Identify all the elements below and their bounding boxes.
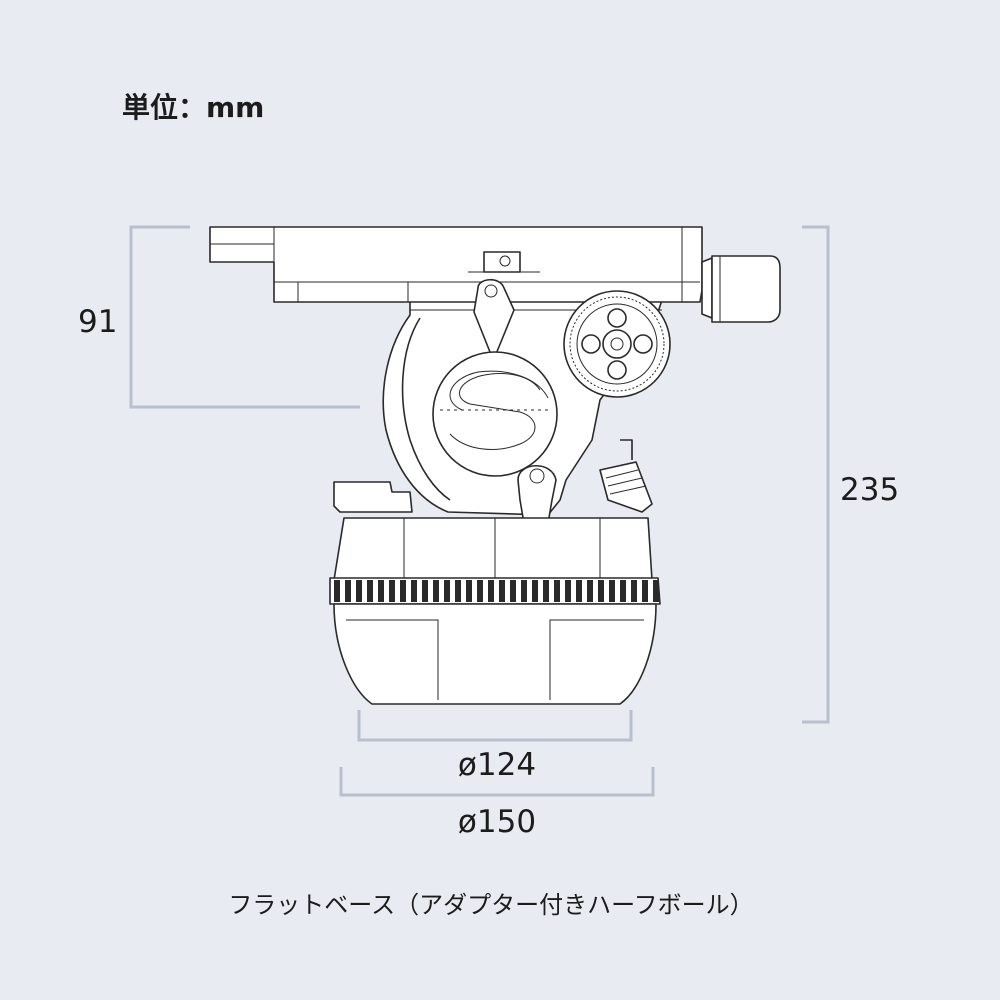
logo-disc: [432, 351, 558, 477]
plate-lock-knob: [701, 257, 713, 319]
diameter-150-label: ø150: [458, 804, 536, 840]
knurl-segment: [378, 580, 384, 602]
knurl-segment: [543, 580, 549, 602]
caption: フラットベース（アダプター付きハーフボール）: [228, 891, 753, 919]
knurl-segment: [642, 580, 648, 602]
height-91-bracket: [129, 225, 360, 409]
knurl-segment: [620, 580, 626, 602]
knurl-segment: [653, 580, 659, 602]
knurl-segment: [455, 580, 461, 602]
knurl-segment: [532, 580, 538, 602]
left-block: [333, 481, 413, 513]
knurl-segment: [411, 580, 417, 602]
height-91-label: 91: [78, 304, 117, 340]
knurl-segment: [345, 580, 351, 602]
knurl-segment: [587, 580, 593, 602]
knurl-segment: [477, 580, 483, 602]
knurl-segment: [488, 580, 494, 602]
knurl-segment: [356, 580, 362, 602]
knurled-ring: [334, 580, 659, 602]
camera-plate: [209, 226, 703, 303]
height-235-bracket: [802, 225, 830, 724]
diameter-150-bracket: [339, 767, 655, 797]
knurl-segment: [466, 580, 472, 602]
counterbalance-knob: [563, 290, 671, 398]
side-lever: [599, 461, 653, 513]
knurl-segment: [389, 580, 395, 602]
knurl-segment: [521, 580, 527, 602]
diameter-124-bracket: [357, 710, 633, 742]
unit-label: 単位：mm: [122, 91, 264, 124]
knurl-segment: [444, 580, 450, 602]
knurl-segment: [576, 580, 582, 602]
knurl-segment: [565, 580, 571, 602]
knurl-segment: [598, 580, 604, 602]
diameter-124-label: ø124: [458, 747, 536, 783]
knurl-segment: [334, 580, 340, 602]
knurl-segment: [609, 580, 615, 602]
knurl-segment: [554, 580, 560, 602]
knurl-segment: [422, 580, 428, 602]
knurl-segment: [400, 580, 406, 602]
knurl-segment: [499, 580, 505, 602]
half-bowl-base: [329, 517, 661, 705]
knurl-segment: [433, 580, 439, 602]
tripod-head-drawing: [209, 226, 781, 705]
knurl-segment: [367, 580, 373, 602]
knurl-segment: [631, 580, 637, 602]
height-235-label: 235: [840, 472, 899, 508]
knurl-segment: [510, 580, 516, 602]
